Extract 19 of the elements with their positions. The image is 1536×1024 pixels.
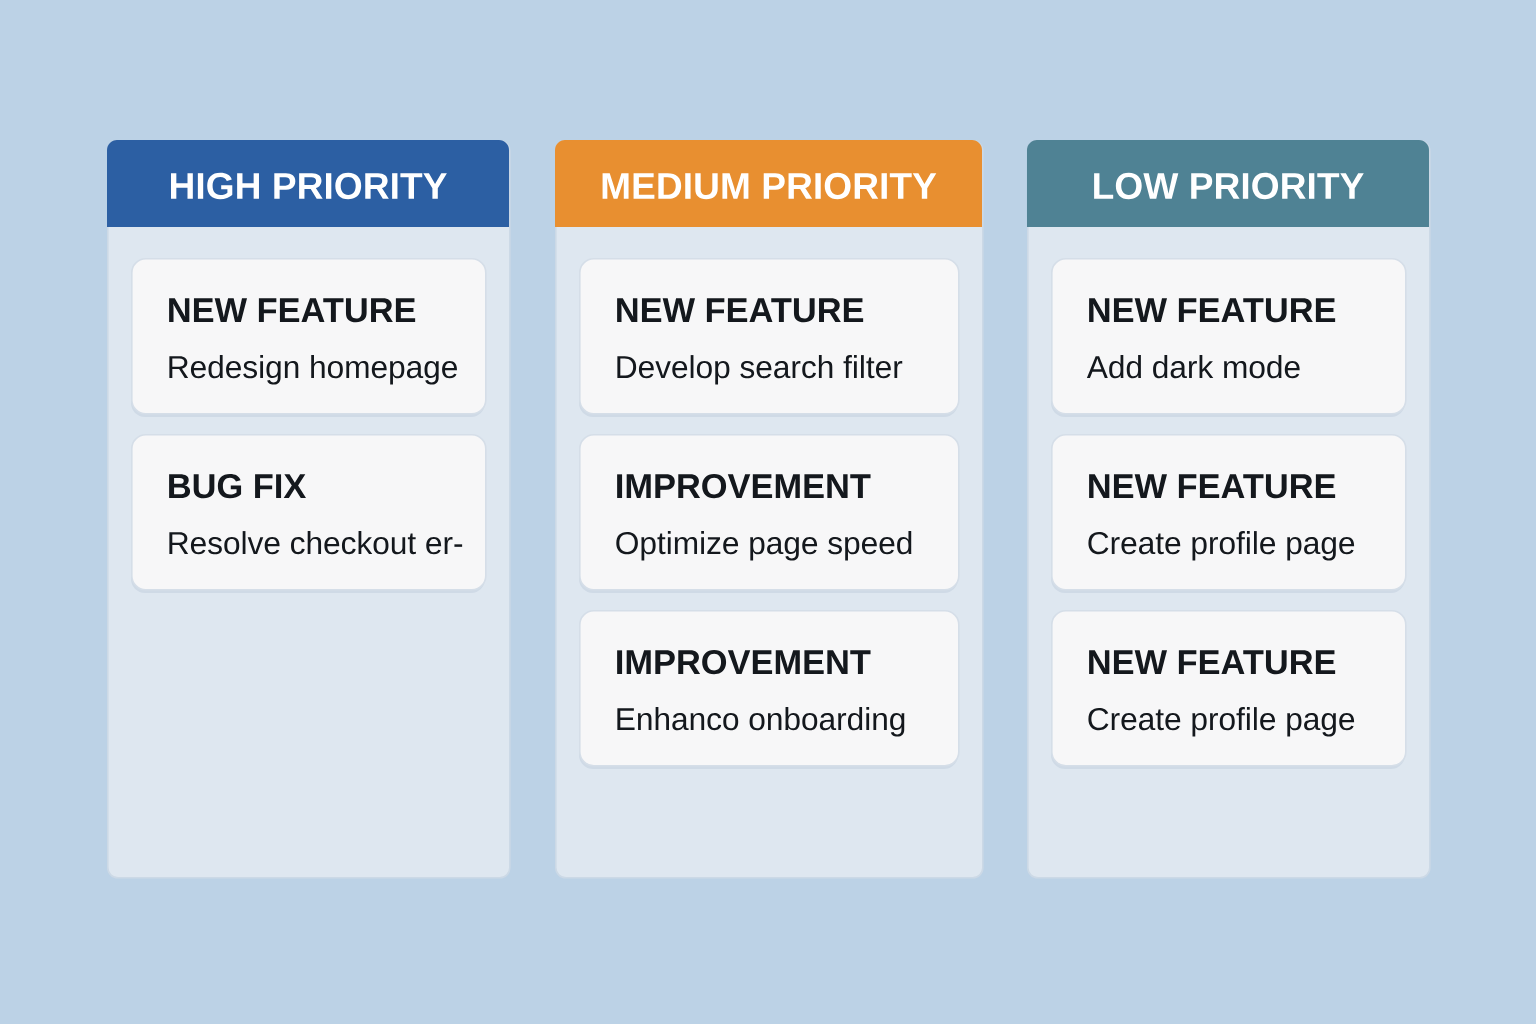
card-description: Optimize page speed: [616, 531, 912, 561]
card-description: Develop search filter: [617, 355, 903, 385]
card-description: Add dark mode: [1086, 355, 1300, 379]
card-title: BUG FIX: [169, 473, 306, 499]
column-header: HIGH PRIORITY: [107, 140, 509, 227]
column-header: MEDIUM PRIORITY: [555, 140, 982, 227]
card-description: Create profile page: [1088, 531, 1355, 561]
card-description: Redesign homepage: [169, 355, 457, 385]
card-title: NEW FEATURE: [169, 298, 416, 323]
column-header: LOW PRIORITY: [1027, 140, 1429, 227]
card-title: NEW FEATURE: [617, 298, 864, 323]
card-description: Resolve checkout er-: [169, 531, 463, 555]
card-description: Create profile page: [1088, 707, 1355, 737]
card-title: NEW FEATURE: [1089, 298, 1336, 323]
card-title: IMPROVEMENT: [617, 649, 871, 675]
card-description: Enhanco onboarding: [617, 707, 905, 737]
card-title: NEW FEATURE: [1089, 650, 1336, 675]
card-title: IMPROVEMENT: [617, 473, 871, 499]
card-title: NEW FEATURE: [1089, 474, 1336, 499]
